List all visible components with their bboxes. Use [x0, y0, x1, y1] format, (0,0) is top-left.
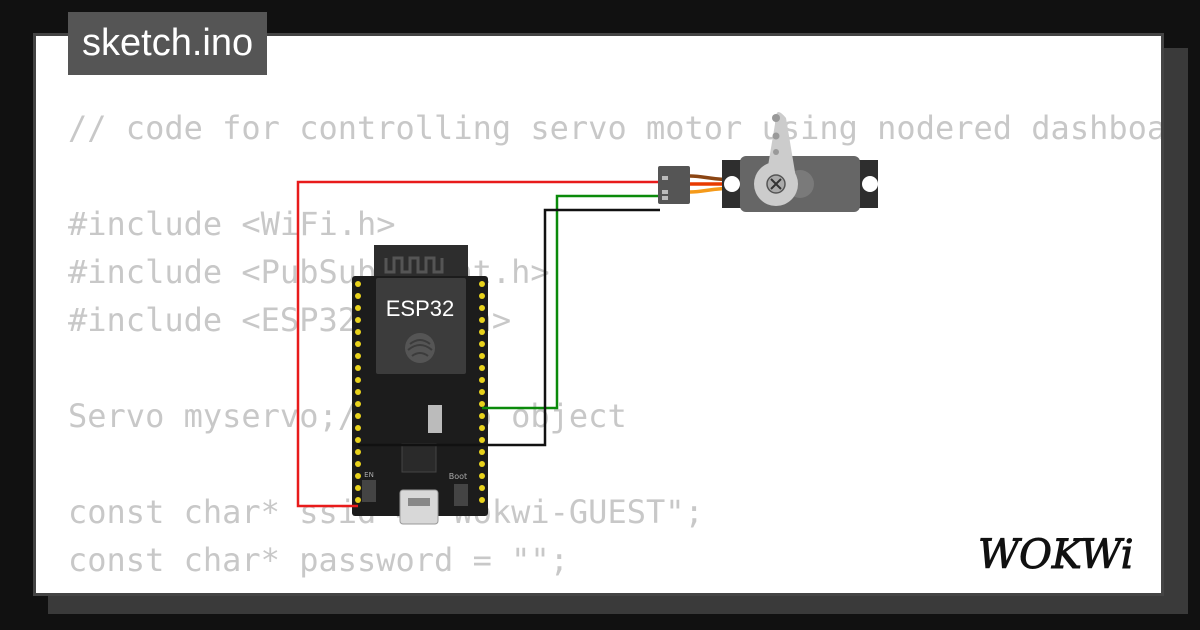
header-pin[interactable]: [355, 281, 361, 287]
en-button[interactable]: [362, 480, 376, 502]
wire-signal[interactable]: [482, 194, 660, 410]
svg-text:WOKWi: WOKWi: [978, 532, 1134, 576]
header-pin[interactable]: [479, 377, 485, 383]
code-line: // code for controlling servo motor usin…: [68, 109, 1164, 147]
left-pin-header: [355, 281, 361, 503]
header-pin[interactable]: [479, 437, 485, 443]
header-pin[interactable]: [355, 497, 361, 503]
right-pin-header: [479, 281, 485, 503]
header-pin[interactable]: [355, 365, 361, 371]
wokwi-logo-icon: WOKWi: [978, 532, 1135, 579]
header-pin[interactable]: [479, 365, 485, 371]
esp32-label: ESP32: [386, 296, 455, 321]
code-preview-card: // code for controlling servo motor usin…: [33, 33, 1164, 596]
wire-vcc[interactable]: [296, 180, 660, 508]
wires: [296, 180, 660, 508]
header-pin[interactable]: [479, 305, 485, 311]
header-pin[interactable]: [479, 293, 485, 299]
esp32-board[interactable]: ESP32 EN Boot: [352, 245, 488, 525]
code-line: #include <WiFi.h>: [68, 205, 396, 243]
header-pin[interactable]: [479, 449, 485, 455]
header-pin[interactable]: [479, 485, 485, 491]
header-pin[interactable]: [479, 341, 485, 347]
header-pin[interactable]: [479, 413, 485, 419]
header-pin[interactable]: [479, 281, 485, 287]
usb-uart-chip: [401, 443, 437, 473]
header-pin[interactable]: [479, 461, 485, 467]
antenna-trace: [384, 256, 444, 274]
header-pin[interactable]: [355, 341, 361, 347]
header-pin[interactable]: [355, 485, 361, 491]
header-pin[interactable]: [355, 317, 361, 323]
header-pin[interactable]: [479, 473, 485, 479]
header-pin[interactable]: [479, 389, 485, 395]
header-pin[interactable]: [479, 497, 485, 503]
header-pin[interactable]: [355, 413, 361, 419]
servo-horn[interactable]: [766, 112, 796, 178]
header-pin[interactable]: [355, 353, 361, 359]
header-pin[interactable]: [479, 353, 485, 359]
header-pin[interactable]: [355, 305, 361, 311]
header-pin[interactable]: [355, 293, 361, 299]
regulator-chip: [428, 405, 442, 433]
boot-label: Boot: [449, 472, 467, 481]
header-pin[interactable]: [355, 461, 361, 467]
header-pin[interactable]: [355, 473, 361, 479]
header-pin[interactable]: [355, 401, 361, 407]
header-pin[interactable]: [355, 449, 361, 455]
header-pin[interactable]: [355, 389, 361, 395]
header-pin[interactable]: [355, 329, 361, 335]
code-line: const char* mqtt_server = "broker.hivemq…: [68, 584, 1161, 593]
header-pin[interactable]: [355, 377, 361, 383]
micro-usb-port[interactable]: [399, 489, 439, 525]
wokwi-logo[interactable]: WOKWi: [978, 528, 1150, 580]
servo-connector: [658, 166, 690, 204]
en-label: EN: [364, 471, 374, 479]
header-pin[interactable]: [479, 401, 485, 407]
servo-motor[interactable]: [658, 112, 878, 212]
header-pin[interactable]: [355, 425, 361, 431]
header-pin[interactable]: [479, 329, 485, 335]
file-tab[interactable]: sketch.ino: [68, 12, 268, 75]
header-pin[interactable]: [355, 437, 361, 443]
code-line: const char* password = "";: [68, 541, 569, 579]
boot-button[interactable]: [454, 484, 468, 506]
header-pin[interactable]: [479, 317, 485, 323]
esp32-module-shield: [376, 278, 466, 374]
header-pin[interactable]: [479, 425, 485, 431]
wire-gnd[interactable]: [358, 208, 660, 447]
